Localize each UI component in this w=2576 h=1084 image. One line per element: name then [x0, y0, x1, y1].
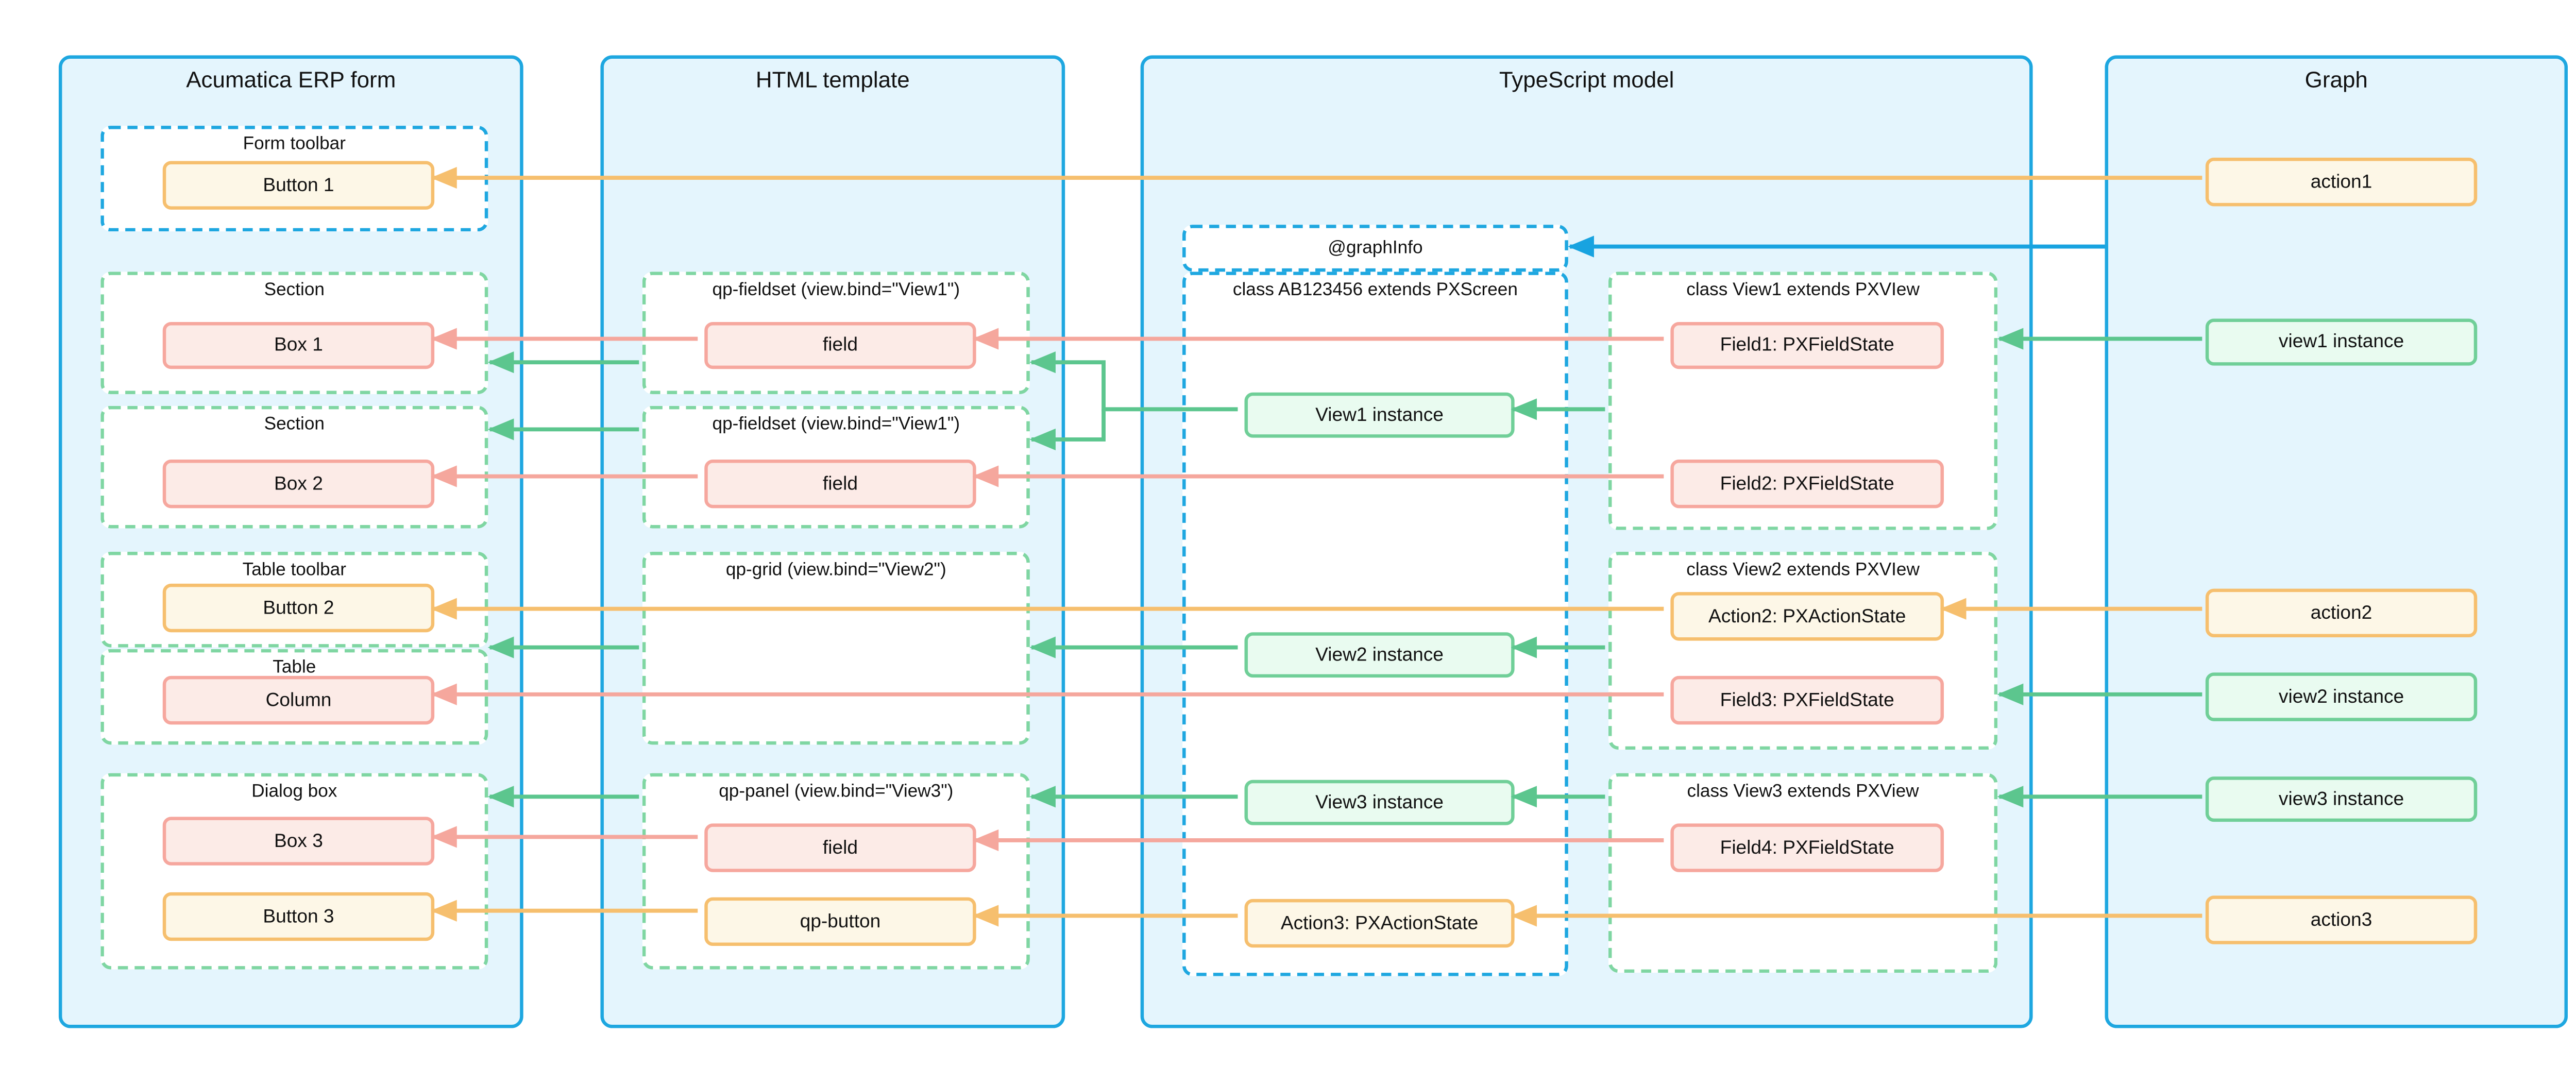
group-label-class-view3: class View3 extends PXView: [1687, 782, 1919, 802]
node-graph-action1: action1: [2205, 158, 2478, 207]
group-label-table-toolbar: Table toolbar: [242, 560, 346, 581]
group-qp-fieldset-2: qp-fieldset (view.bind="View1") field: [642, 405, 1030, 529]
group-class-view1: class View1 extends PXVIew Field1: PXFie…: [1608, 272, 1998, 530]
group-label-class-view2: class View2 extends PXVIew: [1686, 560, 1920, 581]
node-fieldset1-field: field: [704, 322, 976, 369]
panel-title-ts: TypeScript model: [1499, 67, 1674, 93]
node-qp-button: qp-button: [704, 897, 976, 946]
node-field2-state: Field2: PXFieldState: [1670, 459, 1944, 509]
node-graph-view2-instance: view2 instance: [2205, 672, 2478, 721]
group-section-1: Section Box 1: [100, 272, 488, 395]
node-view2-instance: View2 instance: [1244, 632, 1515, 678]
group-qp-fieldset-1: qp-fieldset (view.bind="View1") field: [642, 272, 1030, 395]
group-class-view2: class View2 extends PXVIew Action2: PXAc…: [1608, 552, 1998, 750]
group-class-view3: class View3 extends PXView Field4: PXFie…: [1608, 773, 1998, 973]
group-label-qp-fieldset-1: qp-fieldset (view.bind="View1"): [712, 280, 960, 300]
node-button1: Button 1: [162, 161, 435, 210]
panel-title-graph: Graph: [2304, 67, 2368, 93]
group-label-form-toolbar: Form toolbar: [243, 134, 346, 155]
group-section-2: Section Box 2: [100, 405, 488, 529]
group-dialog-box: Dialog box Box 3 Button 3: [100, 773, 488, 970]
node-action3-state: Action3: PXActionState: [1244, 899, 1515, 948]
group-form-toolbar: Form toolbar Button 1: [100, 126, 488, 232]
node-field4-state: Field4: PXFieldState: [1670, 823, 1944, 872]
group-label-class-pxscreen: class AB123456 extends PXScreen: [1232, 280, 1518, 300]
node-view3-instance: View3 instance: [1244, 780, 1515, 825]
group-class-pxscreen: class AB123456 extends PXScreen View1 in…: [1182, 272, 1568, 976]
panel-graph: Graph action1 view1 instance action2 vie…: [2105, 55, 2568, 1028]
group-label-class-view1: class View1 extends PXVIew: [1686, 280, 1920, 300]
group-label-table: Table: [273, 657, 316, 678]
group-label-graphinfo: @graphInfo: [1328, 238, 1423, 259]
node-panel-field: field: [704, 823, 976, 872]
group-label-qp-fieldset-2: qp-fieldset (view.bind="View1"): [712, 414, 960, 435]
node-graph-view1-instance: view1 instance: [2205, 318, 2478, 366]
panel-title-html: HTML template: [755, 67, 910, 93]
node-column: Column: [162, 675, 435, 725]
group-table: Table Column: [100, 649, 488, 745]
group-label-dialog-box: Dialog box: [251, 782, 337, 802]
node-box1: Box 1: [162, 322, 435, 369]
node-button2: Button 2: [162, 583, 435, 633]
group-label-section-1: Section: [264, 280, 325, 300]
node-graph-view3-instance: view3 instance: [2205, 776, 2478, 822]
group-graphinfo: @graphInfo: [1182, 225, 1568, 272]
node-field3-state: Field3: PXFieldState: [1670, 675, 1944, 725]
node-graph-action2: action2: [2205, 588, 2478, 638]
group-qp-grid: qp-grid (view.bind="View2"): [642, 552, 1030, 745]
node-fieldset2-field: field: [704, 459, 976, 509]
group-label-qp-panel: qp-panel (view.bind="View3"): [719, 782, 954, 802]
node-box2: Box 2: [162, 459, 435, 509]
node-action2-state: Action2: PXActionState: [1670, 592, 1944, 641]
group-label-section-2: Section: [264, 414, 325, 435]
panel-html-template: HTML template qp-fieldset (view.bind="Vi…: [600, 55, 1065, 1028]
node-box3: Box 3: [162, 817, 435, 866]
node-field1-state: Field1: PXFieldState: [1670, 322, 1944, 369]
group-qp-panel: qp-panel (view.bind="View3") field qp-bu…: [642, 773, 1030, 970]
panel-typescript-model: TypeScript model @graphInfo class AB1234…: [1140, 55, 2033, 1028]
panel-title-erp: Acumatica ERP form: [186, 67, 396, 93]
node-button3: Button 3: [162, 892, 435, 941]
group-label-qp-grid: qp-grid (view.bind="View2"): [725, 560, 946, 581]
node-graph-action3: action3: [2205, 895, 2478, 944]
panel-acumatica-erp-form: Acumatica ERP form Form toolbar Button 1…: [58, 55, 523, 1028]
node-view1-instance: View1 instance: [1244, 392, 1515, 438]
group-table-toolbar: Table toolbar Button 2: [100, 552, 488, 648]
